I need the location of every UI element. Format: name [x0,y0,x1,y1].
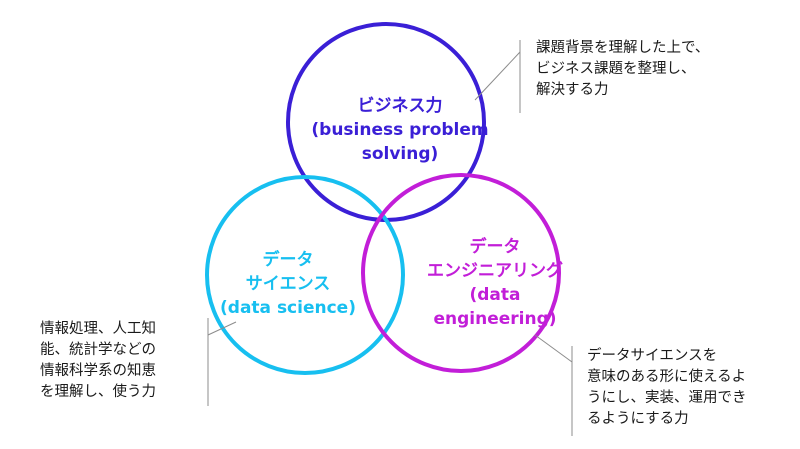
business-label-line-2: (business problem [311,120,489,140]
engineering-desc-line-2: 意味のある形に使えるよ [587,369,747,385]
engineering-label-line-2: エンジニアリング [427,261,563,281]
data-science-description: 情報処理、人工知 能、統計学などの 情報科学系の知恵 を理解し、使う力 [40,319,156,403]
engineering-label-line-3: (data [469,285,521,305]
connector-science [207,321,237,336]
circle-data-engineering [361,173,561,373]
science-desc-line-4: を理解し、使う力 [40,384,156,400]
science-label-line-2: サイエンス [245,274,331,294]
connector-engineering [534,334,573,363]
engineering-desc-line-1: データサイエンスを [587,348,718,364]
business-desc-line-1: 課題背景を理解した上で、 [536,40,710,56]
business-circle-label: ビジネス力 (business problem solving) [300,94,500,166]
engineering-desc-line-3: うにし、実装、運用でき [587,390,747,406]
science-desc-line-2: 能、統計学などの [40,342,156,358]
business-label-line-1: ビジネス力 [357,96,443,116]
circle-data-science [205,175,405,375]
data-engineering-description: データサイエンスを 意味のある形に使えるよ うにし、実装、運用でき るようにする… [587,346,747,430]
connector-business [474,51,521,101]
science-desc-line-3: 情報科学系の知恵 [40,363,156,379]
business-desc-line-3: 解決する力 [536,82,609,98]
business-desc-line-2: ビジネス課題を整理し、 [536,61,696,77]
science-label-line-1: データ [262,250,314,270]
engineering-desc-line-4: るようにする力 [587,411,689,427]
science-label-line-3: (data science) [220,298,356,318]
engineering-label-line-1: データ [469,237,521,257]
engineering-label-line-4: engineering) [433,309,557,329]
data-science-circle-label: データ サイエンス (data science) [208,248,368,320]
business-label-line-3: solving) [361,144,439,164]
data-engineering-circle-label: データ エンジニアリング (data engineering) [395,235,595,331]
science-desc-line-1: 情報処理、人工知 [40,321,156,337]
business-description: 課題背景を理解した上で、 ビジネス課題を整理し、 解決する力 [536,38,709,101]
